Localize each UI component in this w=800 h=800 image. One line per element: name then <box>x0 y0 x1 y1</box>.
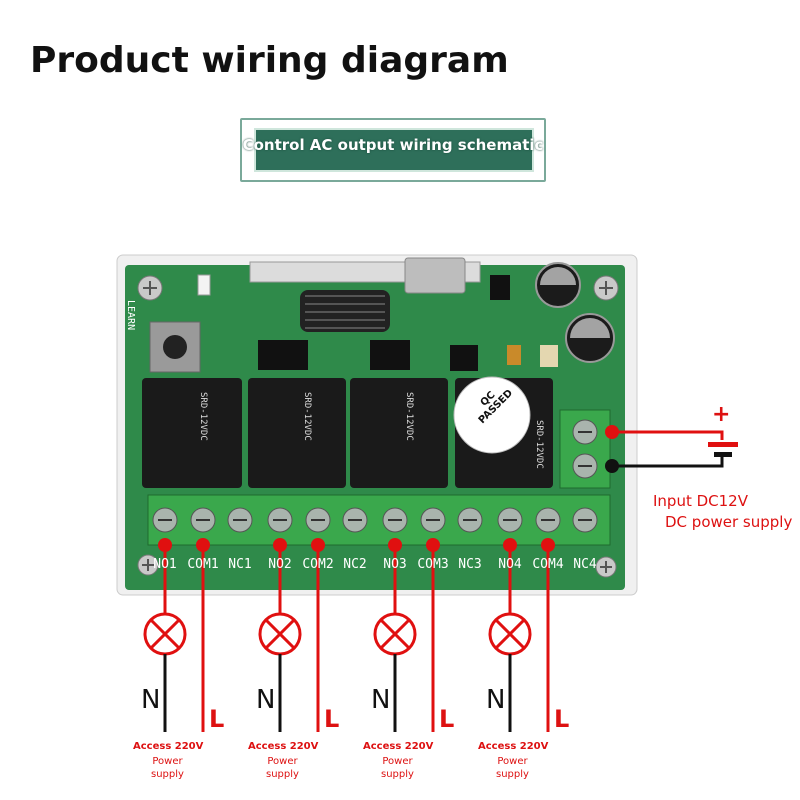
access-label: Access 220V <box>248 741 319 752</box>
terminal-label-no4: NO4 <box>498 557 522 572</box>
capacitor-icon <box>535 262 581 308</box>
output-terminal-block <box>147 494 611 546</box>
terminal-label-com4: COM4 <box>532 557 564 572</box>
mounting-screws <box>137 275 619 578</box>
ic-chip <box>450 345 478 371</box>
terminal-label-com1: COM1 <box>187 557 219 572</box>
dc-input-label: Input DC12V <box>653 492 748 510</box>
terminal-label-nc2: NC2 <box>343 557 367 572</box>
learn-label: LEARN <box>125 300 136 331</box>
banner-frame <box>240 118 546 182</box>
terminal-screws <box>152 507 598 533</box>
qc-sticker-icon <box>453 376 531 454</box>
neutral-label: N <box>371 685 391 715</box>
lamp-cross <box>264 618 296 650</box>
banner-text: Control AC output wiring schematic <box>242 136 544 154</box>
access-label: Access 220V <box>478 741 549 752</box>
page-title: Product wiring diagram <box>30 40 509 81</box>
neutral-label: N <box>486 685 506 715</box>
banner-box <box>254 128 534 172</box>
neutral-label: N <box>256 685 276 715</box>
dc-plus-label: + <box>712 402 731 427</box>
line-label: L <box>324 705 340 733</box>
terminal-label-com2: COM2 <box>302 557 334 572</box>
ic-chip <box>370 340 410 370</box>
power-supply-label: Power supply <box>151 756 184 780</box>
power-supply-label: Power supply <box>496 756 529 780</box>
relay-label: SRD-12VDC <box>302 392 312 441</box>
access-label: Access 220V <box>133 741 204 752</box>
capacitor-small <box>507 345 521 365</box>
dc-supply-label: DC power supply <box>665 513 793 531</box>
line-label: L <box>209 705 225 733</box>
led-icon <box>197 274 211 296</box>
terminal-label-nc1: NC1 <box>228 557 252 572</box>
antenna-coil-icon <box>300 290 390 332</box>
relay-label: SRD-12VDC <box>198 392 208 441</box>
relay-3 <box>350 378 448 488</box>
relay-label: SRD-12VDC <box>534 420 544 469</box>
terminal-label-no2: NO2 <box>268 557 292 572</box>
terminal-label-no1: NO1 <box>153 557 177 572</box>
learn-button-icon <box>149 321 201 373</box>
power-supply-label: Power supply <box>266 756 299 780</box>
relay-label: SRD-12VDC <box>404 392 414 441</box>
schematic-banner: Control AC output wiring schematic <box>240 118 546 182</box>
lamp-cross <box>379 618 411 650</box>
crystal <box>404 257 466 294</box>
regulator <box>490 275 510 300</box>
terminal-label-nc4: NC4 <box>573 557 597 572</box>
terminal-label-nc3: NC3 <box>458 557 482 572</box>
lamp-cross <box>149 618 181 650</box>
ic-chip <box>258 340 308 370</box>
relay-2 <box>248 378 346 488</box>
lamp-cross <box>494 618 526 650</box>
terminal-label-no3: NO3 <box>383 557 407 572</box>
terminal-label-com3: COM3 <box>417 557 449 572</box>
line-label: L <box>554 705 570 733</box>
power-supply-label: Power supply <box>381 756 414 780</box>
dc-wiring <box>605 425 738 473</box>
load-wiring <box>143 538 555 732</box>
resistor <box>540 345 558 367</box>
dc-input-terminal <box>559 409 611 489</box>
relay-1 <box>142 378 242 488</box>
line-label: L <box>439 705 455 733</box>
neutral-label: N <box>141 685 161 715</box>
capacitor-icon <box>565 313 615 363</box>
access-label: Access 220V <box>363 741 434 752</box>
